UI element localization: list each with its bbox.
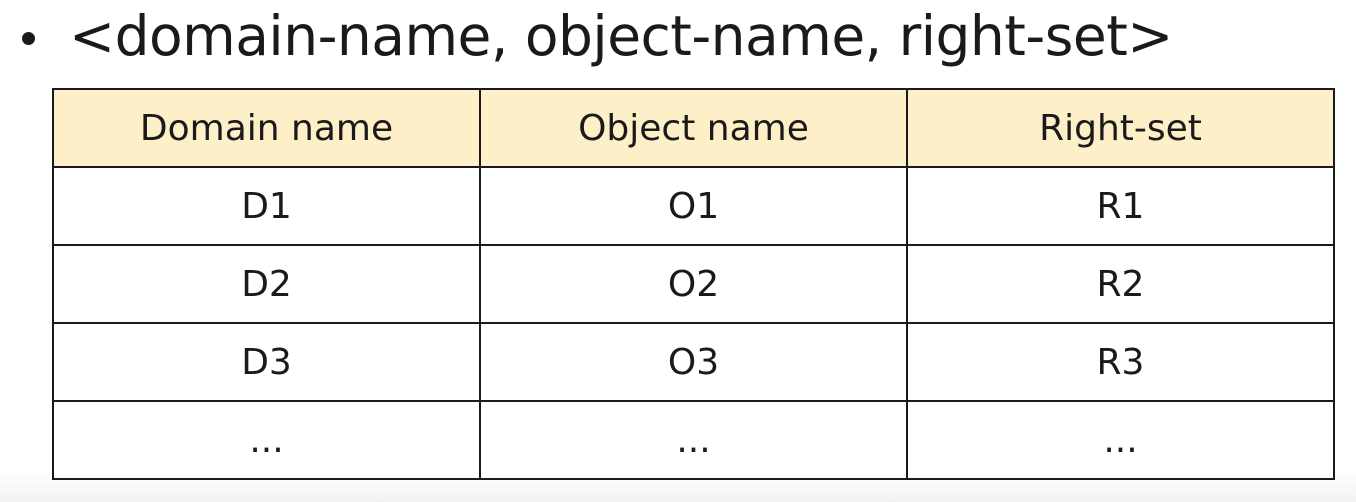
column-header-right-set: Right-set xyxy=(906,88,1335,168)
cell-domain: D3 xyxy=(52,322,481,402)
cell-right-set: R1 xyxy=(906,166,1335,246)
bullet-text: <domain-name, object-name, right-set> xyxy=(69,4,1173,68)
column-header-object-name: Object name xyxy=(479,88,908,168)
cell-domain: D2 xyxy=(52,244,481,324)
cell-object: O1 xyxy=(479,166,908,246)
table-row: D1 O1 R1 xyxy=(52,166,1335,246)
cell-right-set: R2 xyxy=(906,244,1335,324)
cell-object: O2 xyxy=(479,244,908,324)
rights-table: Domain name Object name Right-set D1 O1 … xyxy=(52,88,1335,480)
table-row: ... ... ... xyxy=(52,400,1335,480)
cell-object: ... xyxy=(479,400,908,480)
cell-object: O3 xyxy=(479,322,908,402)
table-header: Domain name Object name Right-set xyxy=(52,88,1335,168)
column-header-domain-name: Domain name xyxy=(52,88,481,168)
bullet-dot-icon xyxy=(22,31,35,45)
table-row: D2 O2 R2 xyxy=(52,244,1335,324)
cell-domain: ... xyxy=(52,400,481,480)
cell-domain: D1 xyxy=(52,166,481,246)
bullet-point: <domain-name, object-name, right-set> xyxy=(22,0,1173,78)
header-row: Domain name Object name Right-set xyxy=(52,88,1335,168)
table-body: D1 O1 R1 D2 O2 R2 D3 O3 R3 ... ... ... xyxy=(52,166,1335,480)
cell-right-set: ... xyxy=(906,400,1335,480)
table-row: D3 O3 R3 xyxy=(52,322,1335,402)
cell-right-set: R3 xyxy=(906,322,1335,402)
